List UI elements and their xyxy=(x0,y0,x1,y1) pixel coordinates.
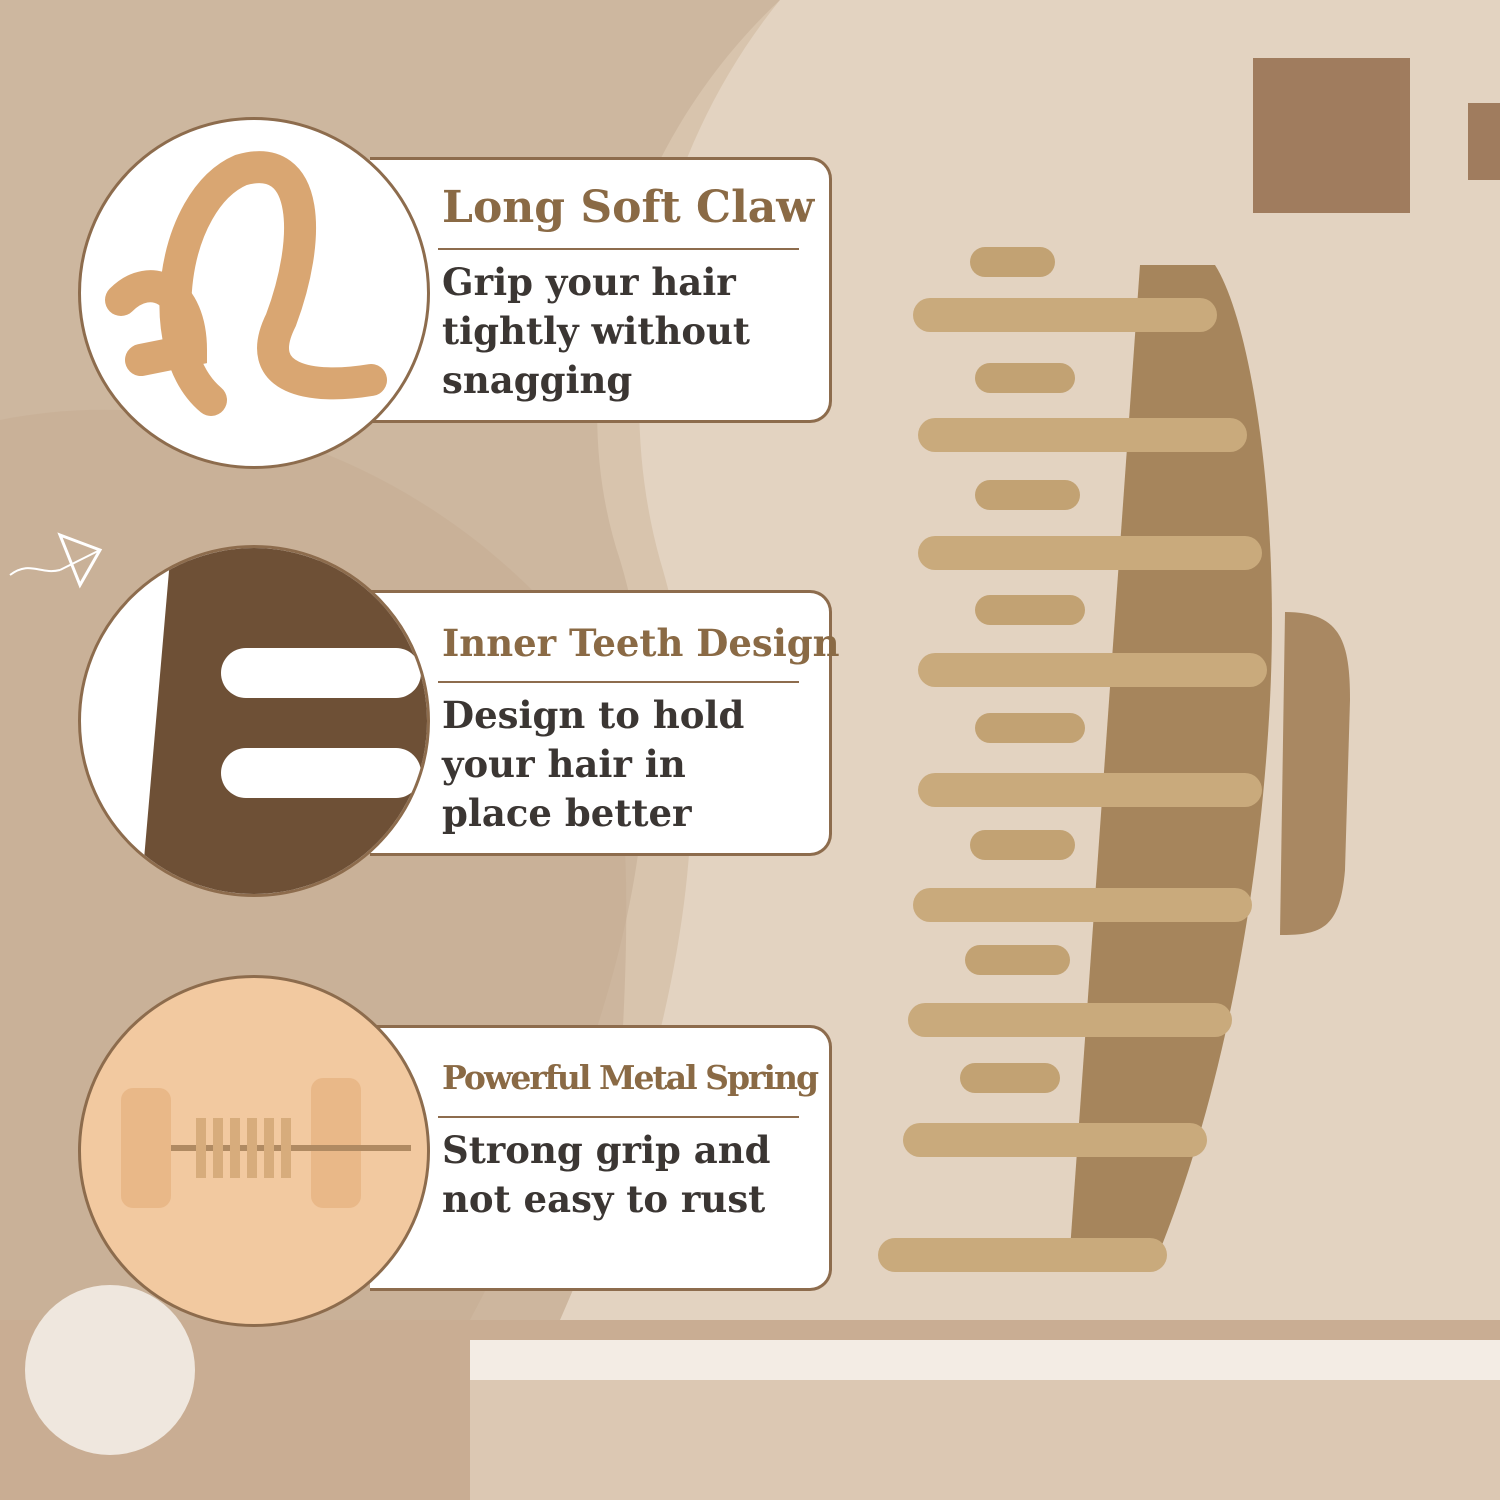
feature-card-long-soft-claw: Long Soft Claw Grip your hair tightly wi… xyxy=(370,157,832,423)
decor-square xyxy=(1253,58,1410,213)
spring-closeup-image xyxy=(78,975,430,1327)
kite-icon xyxy=(9,532,103,589)
feature-description: Grip your hair tightly without snagging xyxy=(442,260,751,402)
feature-title: Inner Teeth Design xyxy=(442,621,840,665)
claw-closeup-image xyxy=(78,117,430,469)
feature-description: Strong grip and not easy to rust xyxy=(442,1128,771,1221)
divider xyxy=(438,1116,799,1118)
inner-teeth-closeup-image xyxy=(78,545,430,897)
divider xyxy=(438,681,799,683)
feature-description: Design to hold your hair in place better xyxy=(442,693,745,835)
feature-card-inner-teeth-design: Inner Teeth Design Design to hold your h… xyxy=(370,590,840,856)
divider xyxy=(438,248,799,250)
feature-card-powerful-metal-spring: Powerful Metal Spring Strong grip and no… xyxy=(370,1025,832,1291)
feature-title: Long Soft Claw xyxy=(442,182,815,233)
feature-title: Powerful Metal Spring xyxy=(442,1058,819,1097)
decor-square xyxy=(1468,103,1500,180)
